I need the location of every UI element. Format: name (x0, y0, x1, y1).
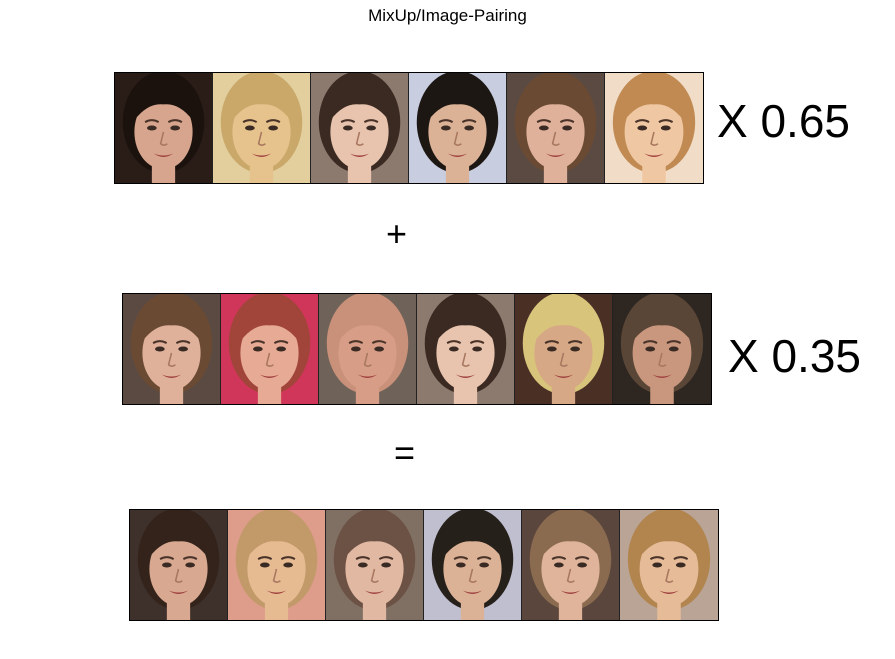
equals-sign: = (394, 432, 416, 473)
image-strip-batch-a (114, 72, 704, 184)
face-icon (115, 73, 212, 183)
face-icon (417, 294, 514, 404)
face-icon (424, 510, 521, 620)
row2-face-1 (123, 294, 220, 404)
row3-face-1 (130, 510, 227, 620)
row1-face-5 (507, 73, 604, 183)
row3-face-4 (424, 510, 521, 620)
weight-label-a: X 0.65 (717, 95, 850, 147)
face-icon (311, 73, 408, 183)
image-strip-mixed (129, 509, 719, 621)
row2-face-3 (319, 294, 416, 404)
row3-face-5 (522, 510, 619, 620)
row1-face-1 (115, 73, 212, 183)
figure-title: MixUp/Image-Pairing (368, 6, 527, 25)
row1-face-4 (409, 73, 506, 183)
face-icon (620, 510, 718, 620)
face-icon (123, 294, 220, 404)
plus-sign: + (386, 213, 408, 254)
face-icon (613, 294, 711, 404)
row1-face-6 (605, 73, 703, 183)
face-icon (130, 510, 227, 620)
face-icon (326, 510, 423, 620)
row2-face-2 (221, 294, 318, 404)
row1-face-3 (311, 73, 408, 183)
face-icon (409, 73, 506, 183)
row2-face-5 (515, 294, 612, 404)
row2-face-6 (613, 294, 711, 404)
face-icon (522, 510, 619, 620)
face-icon (319, 294, 416, 404)
row3-face-6 (620, 510, 718, 620)
row2-face-4 (417, 294, 514, 404)
face-icon (213, 73, 310, 183)
row3-face-2 (228, 510, 325, 620)
weight-label-b: X 0.35 (728, 330, 861, 382)
face-icon (228, 510, 325, 620)
face-icon (515, 294, 612, 404)
face-icon (605, 73, 703, 183)
image-strip-batch-b (122, 293, 712, 405)
row1-face-2 (213, 73, 310, 183)
face-icon (507, 73, 604, 183)
row3-face-3 (326, 510, 423, 620)
face-icon (221, 294, 318, 404)
